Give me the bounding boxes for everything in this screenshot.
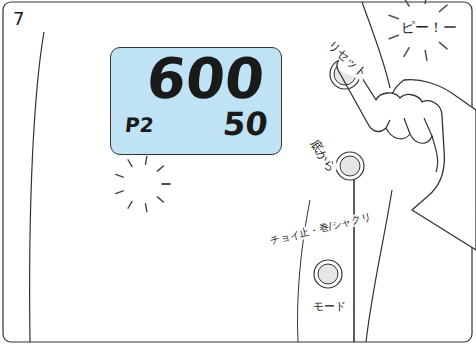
ray-stroke (389, 15, 398, 18)
hand (386, 118, 432, 143)
ray-stroke (445, 26, 455, 28)
bottom-button (336, 152, 364, 180)
ray-stroke (157, 166, 163, 171)
step-frame (3, 2, 472, 342)
ray-stroke (439, 5, 447, 11)
step-number: 7 (12, 9, 25, 29)
ray-stroke (145, 204, 146, 212)
ray-stroke (128, 201, 132, 208)
ray-stroke (404, 48, 409, 57)
bottom-button (340, 156, 360, 176)
ray-stroke (425, 0, 427, 3)
hand (432, 136, 438, 172)
ray-stroke (116, 174, 124, 177)
body-outline (30, 32, 44, 342)
lcd-digits: 50 (221, 108, 269, 142)
beep-sound: ピー！ (400, 19, 444, 35)
lcd-digits: 600 (144, 50, 267, 109)
body-outline (298, 200, 311, 342)
ray-stroke (116, 191, 124, 194)
ray-stroke (445, 26, 455, 28)
hand (338, 70, 390, 131)
ray-stroke (439, 42, 447, 48)
ray-stroke (162, 183, 170, 184)
ray-stroke (128, 160, 132, 167)
mode-button (314, 260, 342, 288)
lcd-display: 600P2 50 (110, 47, 282, 155)
sound-burst (389, 0, 455, 60)
ray-stroke (157, 197, 163, 202)
ray-stroke (145, 156, 146, 164)
blink-marks (116, 156, 170, 211)
ray-stroke (425, 51, 427, 61)
button-label: モード (312, 300, 347, 313)
leader-line (353, 178, 355, 342)
mode-button (318, 264, 338, 284)
ray-stroke (389, 35, 398, 38)
ray-stroke (162, 183, 170, 184)
mode-indicator: P2 (124, 115, 155, 136)
ray-stroke (404, 0, 409, 6)
